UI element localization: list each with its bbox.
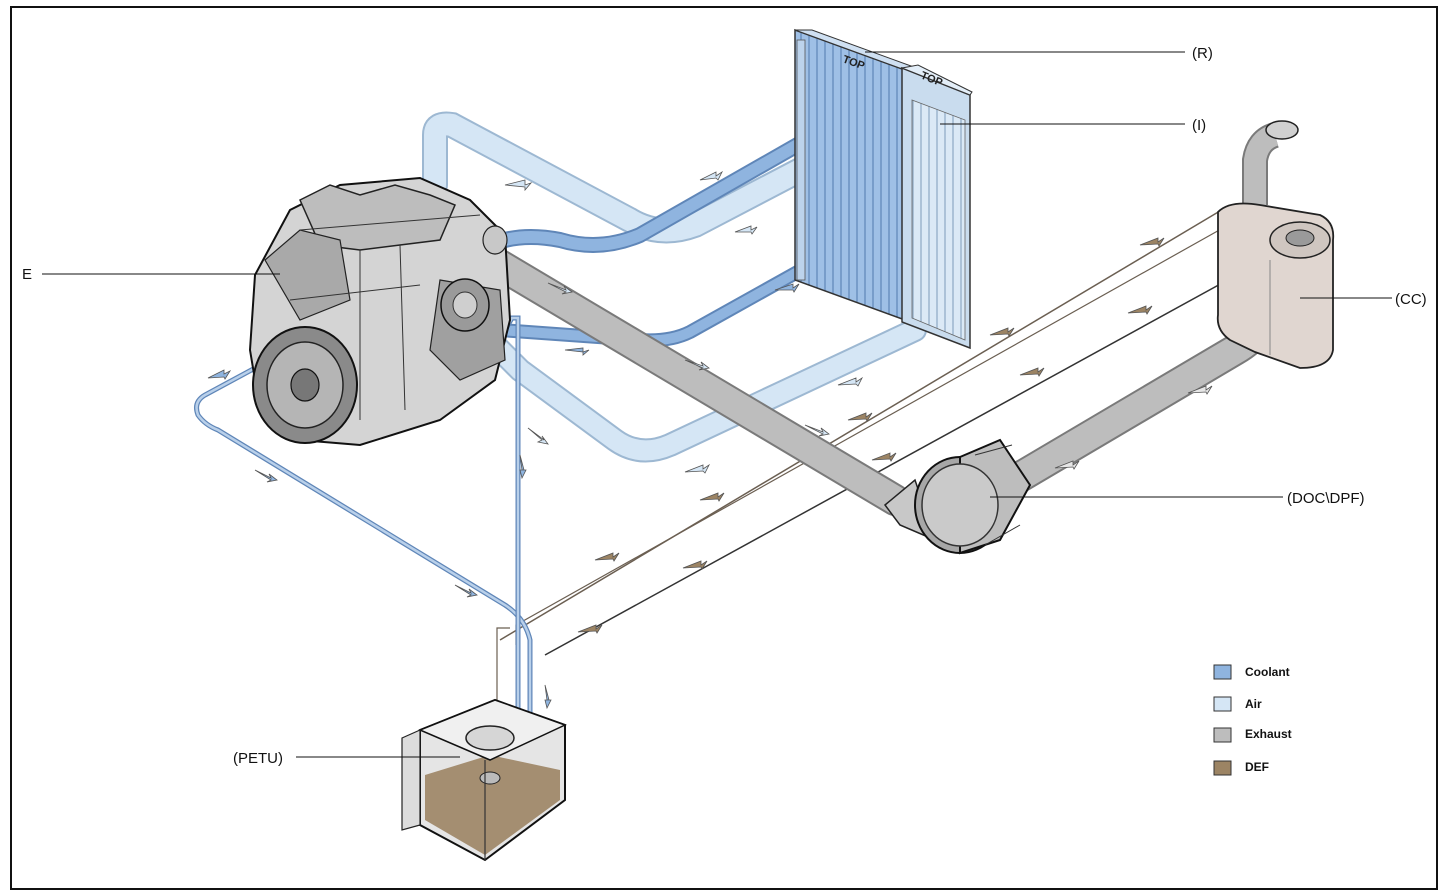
flow-arrows: [207, 103, 1213, 710]
legend-label-def: DEF: [1245, 760, 1269, 774]
cleanup-canister: [1216, 120, 1335, 369]
engine: [248, 176, 512, 447]
legend-swatch-def: [1213, 760, 1232, 776]
radiator-label: (R): [1192, 45, 1213, 62]
legend-swatch-air: [1213, 696, 1232, 712]
intercooler-label: (I): [1192, 117, 1206, 134]
radiator: TOP: [794, 28, 923, 322]
air-hoses: [422, 97, 928, 463]
legend-label-exhaust: Exhaust: [1245, 727, 1292, 741]
petu-label: (PETU): [233, 750, 283, 767]
engine-label: E: [22, 266, 32, 283]
legend-label-coolant: Coolant: [1245, 665, 1290, 679]
legend-label-air: Air: [1245, 697, 1262, 711]
doc-dpf-label: (DOC\DPF): [1287, 490, 1365, 507]
petu: [401, 698, 567, 862]
legend-swatch-exhaust: [1213, 727, 1232, 743]
legend: Coolant Air Exhaust DEF: [1213, 664, 1292, 776]
legend-swatch-coolant: [1213, 664, 1232, 680]
cleanup-canister-label: (CC): [1395, 291, 1427, 308]
intercooler: TOP: [900, 64, 973, 350]
leader-lines: [42, 51, 1392, 758]
